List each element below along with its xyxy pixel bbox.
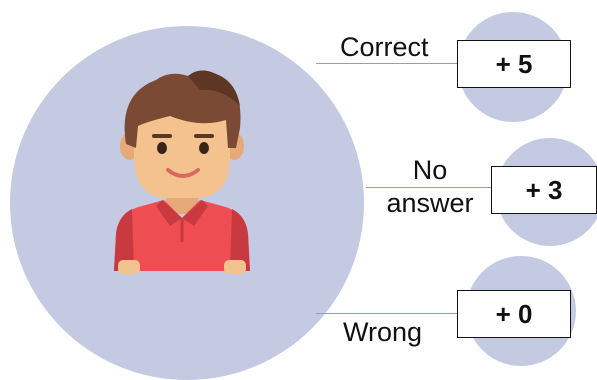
- avatar-hand-right: [224, 260, 246, 274]
- connector-line-correct: [316, 63, 458, 64]
- avatar-brow-left: [152, 134, 172, 138]
- score-box-correct: + 5: [457, 40, 571, 88]
- avatar-shirt-shade-left: [114, 209, 134, 271]
- score-value-wrong: + 0: [495, 298, 533, 329]
- scoring-diagram: Correct No answer Wrong + 5 + 3 + 0: [10, 12, 597, 380]
- score-box-no-answer: + 3: [491, 166, 597, 214]
- score-value-correct: + 5: [495, 48, 533, 79]
- avatar-hair-shade: [188, 70, 240, 106]
- avatar-eye-right: [199, 142, 209, 154]
- outcome-label-no-answer: No answer: [386, 155, 474, 218]
- connector-line-wrong: [316, 313, 458, 314]
- outcome-label-wrong: Wrong: [343, 317, 423, 347]
- connector-line-no-answer: [366, 187, 492, 188]
- avatar-brow-right: [194, 134, 214, 138]
- avatar-mouth: [166, 168, 200, 178]
- avatar-shirt-shade-right: [230, 209, 250, 271]
- person-avatar-icon: [114, 70, 250, 274]
- avatar-eye-left: [157, 142, 167, 154]
- avatar-face: [134, 116, 230, 198]
- score-box-wrong: + 0: [457, 290, 571, 338]
- avatar-collar-left: [156, 200, 182, 226]
- score-value-no-answer: + 3: [525, 174, 563, 205]
- outcome-label-correct: Correct: [340, 32, 429, 62]
- avatar-collar-right: [182, 200, 208, 226]
- avatar-hand-left: [118, 260, 140, 274]
